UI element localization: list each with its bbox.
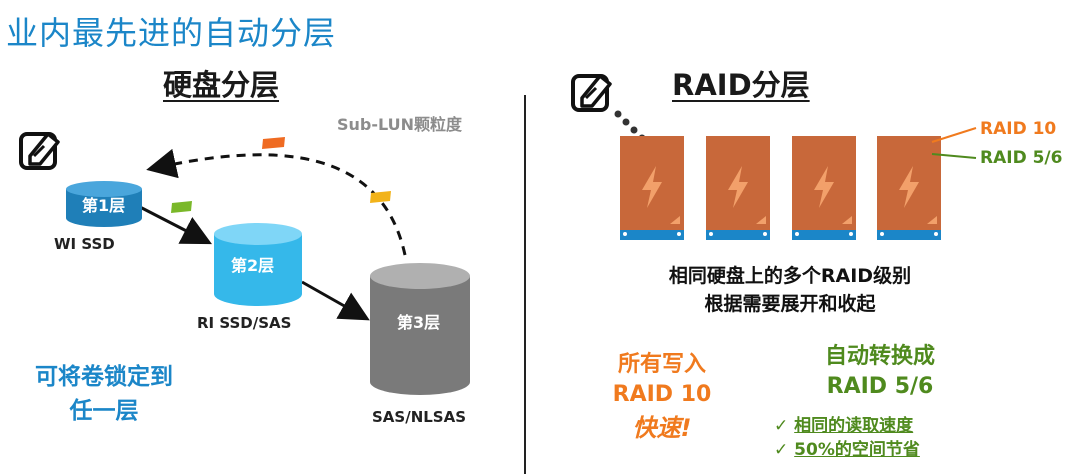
raid-leader-lines [931, 127, 977, 159]
pen-tool-icon [19, 132, 60, 170]
check-icon: ✓ [774, 416, 789, 436]
raid-caption-line1: 相同硬盘上的多个RAID级别 [668, 265, 912, 287]
check-icon: ✓ [774, 440, 789, 460]
flag-icon [262, 137, 285, 149]
lightning-icon [728, 166, 748, 208]
drive-4 [877, 136, 941, 240]
drive-3 [792, 136, 856, 240]
hdd-tiering-heading: 硬盘分层 [163, 68, 280, 102]
lock-note-line1: 可将卷锁定到 [35, 364, 173, 390]
write-note-fast: 快速! [632, 414, 692, 442]
convert-note: 自动转换成 RAID 5/6 [800, 342, 960, 402]
tier-arrows [137, 137, 407, 321]
raid-caption: 相同硬盘上的多个RAID级别 根据需要展开和收起 [610, 262, 970, 318]
drive-1 [620, 136, 684, 240]
write-note-line1: 所有写入 [617, 352, 706, 377]
write-note-line2: RAID 10 [612, 382, 712, 407]
write-note: 所有写入 RAID 10 快速! [592, 350, 732, 446]
granularity-label: Sub-LUN颗粒度 [337, 115, 463, 134]
raid-tiering-heading: RAID分层 [672, 68, 810, 102]
benefit-item: ✓ 50%的空间节省 [774, 438, 920, 462]
raid-caption-line2: 根据需要展开和收起 [704, 293, 876, 315]
section-divider [524, 95, 526, 474]
flag-icon [370, 191, 391, 203]
pen-tool-icon [571, 74, 612, 112]
lightning-icon [899, 166, 919, 208]
lightning-icon [814, 166, 834, 208]
convert-note-line2: RAID 5/6 [826, 374, 934, 399]
raid56-label: RAID 5/6 [980, 148, 1063, 168]
benefit-text: 相同的读取速度 [794, 416, 914, 436]
drive-2 [706, 136, 770, 240]
lock-note: 可将卷锁定到 任一层 [14, 360, 194, 428]
benefit-item: ✓ 相同的读取速度 [774, 414, 920, 438]
tier2-cylinder [214, 223, 302, 306]
flag-icon [171, 201, 192, 213]
lock-note-line2: 任一层 [69, 398, 139, 424]
raid10-label: RAID 10 [980, 119, 1057, 139]
tier3-name: SAS/NLSAS [372, 408, 467, 426]
tier3-cylinder [370, 263, 470, 395]
tier2-label: 第2层 [231, 256, 275, 275]
tier1-name: WI SSD [54, 235, 115, 253]
lightning-icon [642, 166, 662, 208]
tier1-cylinder [66, 181, 142, 227]
benefit-text: 50%的空间节省 [794, 440, 920, 460]
convert-note-line1: 自动转换成 [824, 344, 935, 369]
tier2-name: RI SSD/SAS [197, 314, 292, 332]
tier3-label: 第3层 [397, 313, 441, 332]
tier1-label: 第1层 [82, 196, 126, 215]
page-title: 业内最先进的自动分层 [6, 14, 337, 52]
benefits-list: ✓ 相同的读取速度 ✓ 50%的空间节省 [774, 414, 920, 462]
